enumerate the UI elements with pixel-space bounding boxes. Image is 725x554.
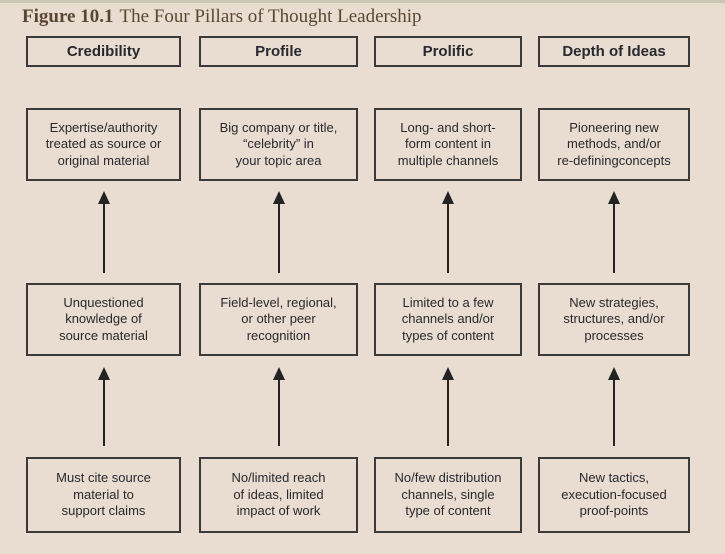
pillar-name: Depth of Ideas [562,43,666,60]
arrow-shaft [613,380,615,446]
prolific-top-text: Long- and short- form content in multipl… [397,119,499,168]
arrow-shaft [102,204,105,273]
profile-middle-text: Field-level, regional, or other peer rec… [220,294,337,343]
depth-of-ideas-top-text: Pioneering new methods, and/or re-defini… [557,119,671,168]
credibility-top-box: Expertise/authority treated as source or… [26,108,181,181]
figure-number: Figure 10.1 [22,6,114,27]
arrowhead [97,367,110,380]
depth-of-ideas-bottom-text: New tactics, execution-focused proof-poi… [561,470,667,519]
depth-of-ideas-top-box: Pioneering new methods, and/or re-defini… [538,108,690,181]
arrowhead [272,191,285,204]
arrow-shaft [277,204,280,273]
arrow-shaft [613,204,615,273]
prolific-bottom-text: No/few distribution channels, single typ… [394,470,502,519]
depth-of-ideas-bottom-box: New tactics, execution-focused proof-poi… [538,457,690,533]
pillar-name: Profile [255,43,302,60]
credibility-bottom-text: Must cite source material to support cla… [56,470,151,519]
pillar-name: Prolific [422,43,474,60]
credibility-middle-box: Unquestioned knowledge of source materia… [26,283,181,356]
profile-bottom-text: No/limited reach of ideas, limited impac… [231,470,326,519]
arrowhead [442,367,454,380]
figure-caption: The Four Pillars of Thought Leadership [119,6,422,27]
depth-of-ideas-middle-box: New strategies, structures, and/or proce… [538,283,690,356]
arrowhead [97,191,110,204]
up-arrow-icon [441,191,455,273]
prolific-middle-text: Limited to a few channels and/or types o… [401,294,495,343]
arrow-shaft [277,380,280,446]
pillar-column-credibility: Credibility Expertise/authority treated … [26,0,181,554]
arrow-shaft [447,204,449,273]
prolific-middle-box: Limited to a few channels and/or types o… [374,283,522,356]
arrowhead [608,191,620,204]
pillar-column-prolific: Prolific Long- and short- form content i… [374,0,522,554]
depth-of-ideas-middle-text: New strategies, structures, and/or proce… [563,294,665,343]
prolific-top-box: Long- and short- form content in multipl… [374,108,522,181]
pillar-header-profile: Profile [199,36,358,67]
up-arrow-icon [607,191,621,273]
arrowhead [272,367,285,380]
up-arrow-icon [97,367,111,446]
credibility-top-text: Expertise/authority treated as source or… [45,119,162,168]
up-arrow-icon [607,367,621,446]
credibility-bottom-box: Must cite source material to support cla… [26,457,181,533]
profile-bottom-box: No/limited reach of ideas, limited impac… [199,457,358,533]
profile-middle-box: Field-level, regional, or other peer rec… [199,283,358,356]
pillar-header-depth-of-ideas: Depth of Ideas [538,36,690,67]
pillar-header-prolific: Prolific [374,36,522,67]
up-arrow-icon [441,367,455,446]
pillar-column-depth-of-ideas: Depth of Ideas Pioneering new methods, a… [538,0,690,554]
prolific-bottom-box: No/few distribution channels, single typ… [374,457,522,533]
credibility-middle-text: Unquestioned knowledge of source materia… [59,294,148,343]
up-arrow-icon [97,191,111,273]
pillar-header-credibility: Credibility [26,36,181,67]
arrow-shaft [447,380,449,446]
profile-top-box: Big company or title, “celebrity” in you… [199,108,358,181]
top-accent-bar [0,0,725,3]
arrow-shaft [102,380,105,446]
arrowhead [608,367,620,380]
pillar-column-profile: Profile Big company or title, “celebrity… [199,0,358,554]
arrowhead [442,191,454,204]
up-arrow-icon [272,191,286,273]
up-arrow-icon [272,367,286,446]
profile-top-text: Big company or title, “celebrity” in you… [219,119,338,168]
pillar-name: Credibility [66,43,141,60]
